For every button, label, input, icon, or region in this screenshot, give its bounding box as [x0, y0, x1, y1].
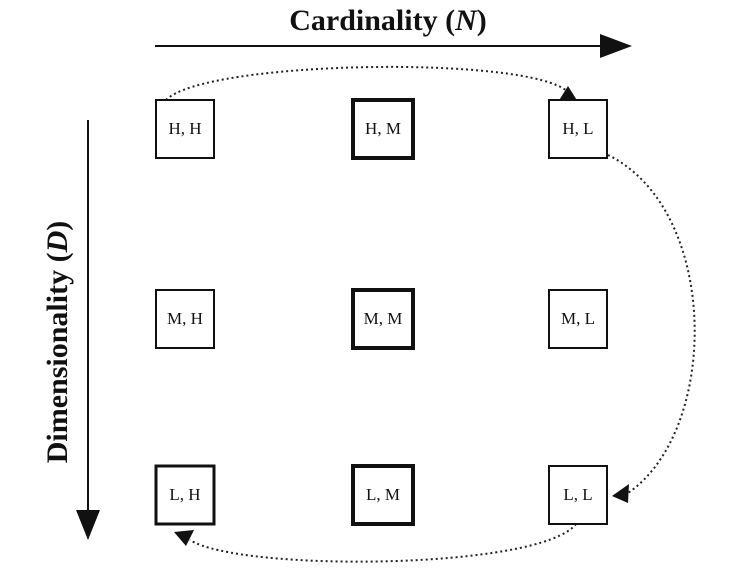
- svg-text:H, M: H, M: [365, 119, 401, 138]
- cell-h-l: H, L: [548, 99, 608, 159]
- svg-text:L, L: L, L: [563, 485, 592, 504]
- svg-text:M, L: M, L: [561, 309, 595, 328]
- cell-h-h: H, H: [155, 99, 215, 159]
- arrowhead-into-ll: [612, 484, 629, 503]
- cell-h-m: H, M: [351, 98, 415, 160]
- cell-m-h: M, H: [155, 289, 215, 349]
- cell-l-m: L, M: [351, 464, 415, 526]
- path-bottom-arc: [189, 523, 577, 563]
- svg-text:H, H: H, H: [168, 119, 201, 138]
- arrowhead-into-hl: [558, 86, 578, 102]
- svg-text:H, L: H, L: [562, 119, 593, 138]
- cell-l-l: L, L: [548, 465, 608, 525]
- svg-text:L, M: L, M: [366, 485, 400, 504]
- path-right-arc: [607, 154, 696, 494]
- svg-text:L, H: L, H: [169, 485, 200, 504]
- path-top-arc: [165, 65, 569, 101]
- y-axis-arrow: [76, 120, 100, 540]
- x-axis-arrow: [155, 34, 632, 58]
- svg-text:M, H: M, H: [167, 309, 203, 328]
- cell-m-l: M, L: [548, 289, 608, 349]
- cell-m-m: M, M: [351, 288, 415, 350]
- x-axis-title: Cardinality (N): [289, 4, 487, 37]
- arrowhead-into-lh: [174, 530, 194, 546]
- cell-grid: H, H H, M H, L M, H M, M M, L L, H L,: [154, 98, 608, 526]
- cell-l-h: L, H: [154, 464, 216, 526]
- y-axis-title: Dimensionality (D): [41, 221, 74, 464]
- svg-text:M, M: M, M: [364, 309, 403, 328]
